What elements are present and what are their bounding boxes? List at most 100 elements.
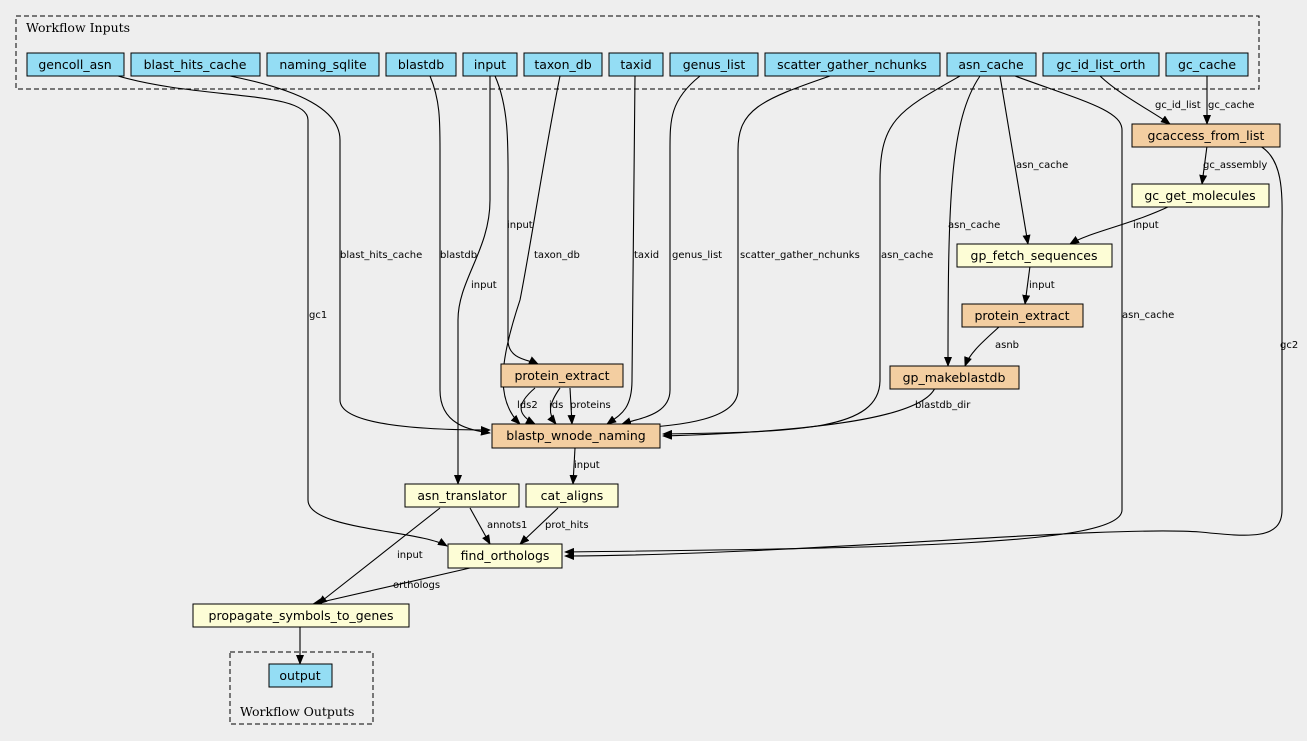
input-node-blastdb[interactable]: blastdb	[385, 52, 457, 77]
edge-label: blastdb	[440, 250, 477, 261]
step-node-gcaccess-from-list[interactable]: gcaccess_from_list	[1131, 123, 1281, 148]
edge-asn-cache-fetch	[999, 75, 1031, 245]
input-node-gc-id-list-orth[interactable]: gc_id_list_orth	[1042, 52, 1160, 77]
edge-label: input	[471, 280, 497, 291]
edge-scatter-gather	[639, 75, 831, 432]
svg-text:output: output	[279, 668, 320, 683]
svg-text:gc_get_molecules: gc_get_molecules	[1144, 188, 1255, 203]
svg-text:protein_extract: protein_extract	[974, 308, 1069, 323]
svg-text:cat_aligns: cat_aligns	[541, 488, 604, 503]
edge-label: genus_list	[672, 250, 722, 261]
edge-label: input	[1029, 280, 1055, 291]
edge-label: prot_hits	[545, 520, 589, 531]
edge-label: blast_hits_cache	[340, 250, 422, 261]
step-node-gp-makeblastdb[interactable]: gp_makeblastdb	[889, 365, 1020, 390]
svg-text:gp_fetch_sequences: gp_fetch_sequences	[971, 248, 1098, 263]
svg-text:blast_hits_cache: blast_hits_cache	[144, 57, 247, 72]
edge-blastdb	[429, 75, 491, 436]
svg-text:propagate_symbols_to_genes: propagate_symbols_to_genes	[209, 608, 394, 623]
svg-text:gc_cache: gc_cache	[1178, 57, 1236, 72]
svg-text:genus_list: genus_list	[683, 57, 746, 72]
edge-label: annots1	[487, 520, 527, 531]
step-node-blastp-wnode-naming[interactable]: blastp_wnode_naming	[491, 423, 661, 449]
edge-label: taxid	[634, 250, 659, 261]
edge-label: ids	[549, 400, 563, 411]
workflow-inputs-label: Workflow Inputs	[26, 20, 130, 35]
input-node-taxid[interactable]: taxid	[608, 52, 664, 77]
edge-gc1	[117, 75, 448, 547]
edge-annots1	[469, 507, 491, 545]
svg-text:naming_sqlite: naming_sqlite	[279, 57, 367, 72]
edge-label: input	[574, 460, 600, 471]
edge-taxid	[606, 75, 636, 425]
input-node-blast-hits-cache[interactable]: blast_hits_cache	[130, 52, 261, 77]
edge-prot-hits	[519, 507, 559, 545]
input-node-naming-sqlite[interactable]: naming_sqlite	[266, 52, 380, 77]
edge-input-pe	[494, 75, 539, 365]
step-nodes: gcaccess_from_list gc_get_molecules gp_f…	[192, 123, 1281, 628]
edge-gc2	[564, 145, 1283, 560]
edge-label: scatter_gather_nchunks	[740, 250, 860, 261]
edge-label: gc1	[309, 310, 327, 321]
workflow-outputs-cluster	[229, 651, 374, 725]
input-node-taxon-db[interactable]: taxon_db	[523, 52, 603, 77]
step-node-protein-extract-left[interactable]: protein_extract	[500, 363, 624, 388]
step-node-cat-aligns[interactable]: cat_aligns	[525, 483, 619, 508]
edge-asn-cache-makeblast	[944, 75, 981, 367]
step-node-asn-translator[interactable]: asn_translator	[404, 483, 520, 508]
edge-fetch-pe	[1022, 265, 1031, 305]
svg-text:taxon_db: taxon_db	[534, 57, 591, 72]
input-node-input[interactable]: input	[462, 52, 518, 77]
edge-label: input	[507, 220, 533, 231]
edge-lds2	[520, 387, 536, 425]
output-node-output[interactable]: output	[268, 663, 333, 688]
edge-gc-id-list	[1099, 75, 1171, 125]
edge-label: blastdb_dir	[915, 400, 971, 411]
edge-taxon-db	[502, 75, 561, 425]
edge-label: gc_assembly	[1203, 160, 1267, 171]
edge-label: asn_cache	[881, 250, 933, 261]
edge-label: asn_cache	[948, 220, 1000, 231]
svg-text:protein_extract: protein_extract	[514, 368, 609, 383]
input-node-genus-list[interactable]: genus_list	[669, 52, 759, 77]
edge-label: taxon_db	[534, 250, 580, 261]
edge-blastdb-dir	[662, 387, 936, 440]
step-node-find-orthologs[interactable]: find_orthologs	[447, 543, 563, 569]
edge-blast-hits-cache	[229, 75, 491, 434]
edge-label: orthologs	[393, 580, 440, 591]
edge-label: input	[1133, 220, 1159, 231]
step-node-propagate-symbols-to-genes[interactable]: propagate_symbols_to_genes	[192, 603, 410, 628]
step-node-protein-extract-right[interactable]: protein_extract	[961, 303, 1084, 328]
svg-text:input: input	[474, 57, 506, 72]
workflow-outputs-label: Workflow Outputs	[240, 704, 354, 719]
edge-proteins	[567, 387, 576, 425]
svg-text:asn_cache: asn_cache	[958, 57, 1024, 72]
edge-input-prop	[317, 507, 441, 605]
input-node-gc-cache[interactable]: gc_cache	[1165, 52, 1249, 77]
edge-gc-assembly	[1199, 145, 1208, 185]
svg-text:blastdb: blastdb	[398, 57, 444, 72]
svg-text:scatter_gather_nchunks: scatter_gather_nchunks	[777, 57, 927, 72]
edge-ids	[547, 387, 561, 425]
edge-orthologs	[312, 567, 471, 606]
step-node-gc-get-molecules[interactable]: gc_get_molecules	[1131, 183, 1270, 208]
svg-text:blastp_wnode_naming: blastp_wnode_naming	[506, 428, 645, 443]
svg-text:gencoll_asn: gencoll_asn	[38, 57, 111, 72]
svg-text:find_orthologs: find_orthologs	[461, 548, 550, 563]
step-node-gp-fetch-sequences[interactable]: gp_fetch_sequences	[956, 243, 1113, 268]
input-node-scatter-gather-nchunks[interactable]: scatter_gather_nchunks	[764, 52, 941, 77]
edge-asnb	[964, 325, 1001, 367]
edge-label: proteins	[570, 400, 611, 411]
input-node-asn-cache[interactable]: asn_cache	[946, 52, 1037, 77]
svg-text:taxid: taxid	[620, 57, 651, 72]
edge-label: asn_cache	[1016, 160, 1068, 171]
svg-text:asn_translator: asn_translator	[417, 488, 507, 503]
input-node-gencoll-asn[interactable]: gencoll_asn	[26, 52, 125, 77]
edge-label: asnb	[995, 340, 1019, 351]
edge-genus-list	[621, 75, 701, 425]
edge-label: gc_cache	[1208, 100, 1254, 111]
edges	[117, 75, 1283, 665]
input-nodes: gencoll_asn blast_hits_cache naming_sqli…	[26, 52, 1249, 77]
edge-input-asn	[454, 76, 491, 485]
